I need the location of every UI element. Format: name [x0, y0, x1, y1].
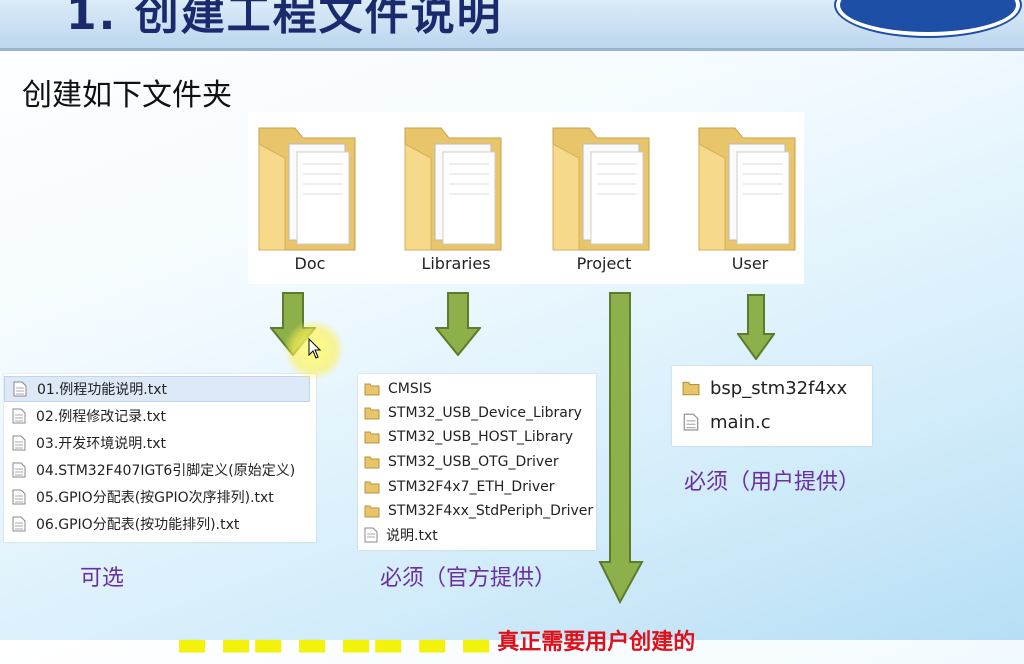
list-item-label: STM32F4xx_StdPeriph_Driver [388, 503, 594, 519]
user-caption: 必须（用户提供） [684, 470, 861, 495]
list-item-label: STM32_USB_HOST_Library [388, 429, 574, 445]
list-item-label: 04.STM32F407IGT6引脚定义(原始定义) [36, 463, 296, 479]
text-file-icon [12, 408, 26, 424]
file-icon [683, 413, 699, 431]
folder-icon [364, 383, 380, 395]
brand-logo [836, 0, 1020, 36]
list-item-label: 01.例程功能说明.txt [37, 382, 167, 398]
folder-icon [364, 481, 380, 493]
folder-icon [364, 505, 380, 517]
folder-icon [364, 456, 380, 468]
list-item[interactable]: main.c [672, 408, 771, 436]
list-item[interactable]: CMSIS [358, 376, 432, 402]
folder-label: User [731, 254, 769, 273]
list-item-label: 说明.txt [386, 528, 438, 544]
list-item-label: 06.GPIO分配表(按功能排列).txt [36, 517, 240, 533]
list-item-label: bsp_stm32f4xx [710, 377, 848, 399]
arrow-down-icon [435, 292, 481, 356]
list-item[interactable]: STM32_USB_Device_Library [358, 400, 582, 426]
folder-doc[interactable]: Doc [250, 112, 370, 284]
arrow-down-icon [737, 294, 775, 360]
folder-label: Doc [294, 254, 326, 273]
list-item[interactable]: 02.例程修改记录.txt [4, 403, 166, 429]
mouse-cursor-icon [308, 338, 322, 359]
folder-icon [404, 127, 502, 251]
list-item[interactable]: STM32F4x7_ETH_Driver [358, 474, 555, 500]
slide-heading: 创建如下文件夹 [22, 78, 232, 113]
text-file-icon [13, 381, 27, 397]
bottom-caption: ▬ ▬▬ ▬ ▬▬ ▬ ▬ 真正需要用户创建的 [176, 620, 695, 664]
folder-icon [682, 381, 700, 395]
list-item-label: CMSIS [388, 381, 432, 397]
folders-panel: Doc Libraries Project [248, 112, 804, 284]
list-item-label: 03.开发环境说明.txt [36, 436, 166, 452]
list-item-label: STM32F4x7_ETH_Driver [388, 479, 555, 495]
list-item[interactable]: STM32_USB_HOST_Library [358, 424, 573, 450]
text-file-icon [12, 462, 26, 478]
bottom-yellow-text: ▬ ▬▬ ▬ ▬▬ ▬ ▬ [176, 624, 493, 664]
folder-project[interactable]: Project [544, 112, 664, 284]
folder-icon [698, 127, 796, 251]
list-item-label: STM32_USB_OTG_Driver [388, 454, 559, 470]
list-item[interactable]: STM32F4xx_StdPeriph_Driver [358, 498, 593, 524]
libraries-caption: 必须（官方提供） [380, 566, 557, 591]
bottom-red-text: 真正需要用户创建的 [497, 630, 696, 655]
slide-title: 1. 创建工程文件说明 [66, 0, 503, 40]
list-item-label: STM32_USB_Device_Library [388, 405, 582, 421]
list-item[interactable]: 说明.txt [358, 522, 438, 548]
list-item[interactable]: 04.STM32F407IGT6引脚定义(原始定义) [4, 457, 295, 483]
list-item[interactable]: 01.例程功能说明.txt [4, 376, 310, 402]
list-item[interactable]: bsp_stm32f4xx [672, 374, 847, 402]
text-file-icon [12, 435, 26, 451]
file-icon [364, 527, 378, 543]
list-item[interactable]: 03.开发环境说明.txt [4, 430, 166, 456]
list-item-label: 05.GPIO分配表(按GPIO次序排列).txt [36, 490, 274, 506]
folder-label: Libraries [421, 254, 491, 273]
list-item[interactable]: 06.GPIO分配表(按功能排列).txt [4, 511, 239, 537]
doc-caption: 可选 [80, 566, 125, 591]
doc-file-list: 01.例程功能说明.txt 02.例程修改记录.txt 03.开发环境说明.tx… [4, 374, 316, 542]
list-item-label: main.c [710, 411, 771, 433]
title-bar: 1. 创建工程文件说明 [0, 0, 1024, 51]
libraries-file-list: CMSIS STM32_USB_Device_Library STM32_USB… [358, 374, 596, 550]
folder-label: Project [576, 254, 632, 273]
user-file-list: bsp_stm32f4xx main.c [672, 366, 872, 446]
folder-icon [552, 127, 650, 251]
list-item[interactable]: STM32_USB_OTG_Driver [358, 449, 559, 475]
folder-icon [258, 127, 356, 251]
folder-icon [364, 407, 380, 419]
folder-user[interactable]: User [690, 112, 810, 284]
text-file-icon [12, 516, 26, 532]
folder-libraries[interactable]: Libraries [396, 112, 516, 284]
text-file-icon [12, 489, 26, 505]
list-item-label: 02.例程修改记录.txt [36, 409, 166, 425]
arrow-down-long-icon [598, 292, 644, 604]
list-item[interactable]: 05.GPIO分配表(按GPIO次序排列).txt [4, 484, 274, 510]
folder-icon [364, 431, 380, 443]
